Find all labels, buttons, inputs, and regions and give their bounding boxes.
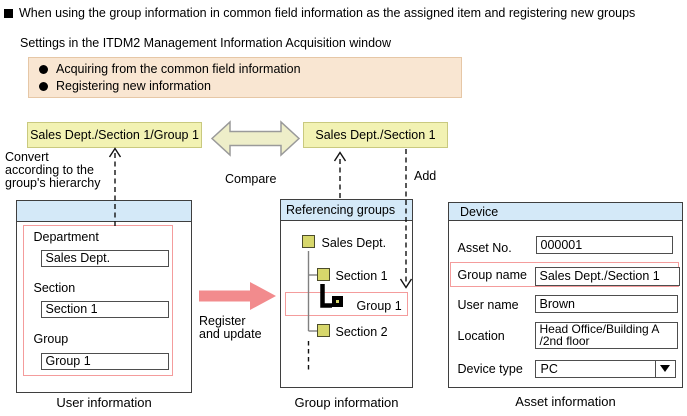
- group-info-titlebar: Referencing groups: [281, 200, 412, 221]
- settings-item-label: Acquiring from the common field informat…: [56, 62, 301, 76]
- user-info-window: Department Sales Dept. Section Section 1…: [16, 200, 192, 393]
- group-info-caption: Group information: [294, 395, 399, 410]
- section-marker-icon: [4, 9, 13, 18]
- register-arrow-icon: [199, 282, 276, 310]
- register-note: Register and update: [199, 314, 262, 341]
- user-name-input[interactable]: Brown: [534, 294, 678, 313]
- tree-item-label: Section 1: [335, 268, 388, 283]
- device-title: Device: [460, 204, 499, 219]
- compare-label: Compare: [225, 172, 277, 186]
- page-title-row: When using the group information in comm…: [4, 6, 684, 20]
- group-path-label-full: Sales Dept./Section 1/Group 1: [27, 122, 202, 148]
- bullet-icon: [39, 81, 48, 91]
- user-info-caption: User information: [56, 395, 152, 410]
- group-node-icon: [301, 234, 315, 248]
- tree-item-label: Section 2: [335, 324, 388, 339]
- field-label-device-type: Device type: [457, 361, 523, 376]
- dropdown-arrow-icon: [660, 365, 670, 372]
- group-name-input[interactable]: Sales Dept./Section 1: [534, 266, 680, 286]
- group-node-highlight: [284, 291, 408, 316]
- group-input[interactable]: Group 1: [40, 352, 169, 370]
- location-input[interactable]: Head Office/Building A /2nd floor: [534, 321, 678, 349]
- tree-item-label: Group 1: [356, 298, 402, 313]
- settings-item: Registering new information: [39, 79, 451, 93]
- asset-no-input[interactable]: 000001: [535, 235, 673, 254]
- field-label-department: Department: [33, 229, 99, 244]
- field-label-asset-no: Asset No.: [457, 240, 512, 255]
- group-node-icon: [316, 267, 330, 281]
- group-info-window: Referencing groups Sales Dept. Section 1…: [280, 199, 413, 388]
- field-label-user-name: User name: [457, 297, 519, 312]
- field-label-location: Location: [457, 328, 505, 343]
- convert-note: Convert according to the group's hierarc…: [5, 150, 101, 190]
- device-titlebar: Device: [449, 203, 682, 221]
- device-type-value: PC: [540, 361, 558, 376]
- tree-item-label: Sales Dept.: [321, 235, 387, 250]
- settings-item-label: Registering new information: [56, 79, 211, 93]
- asset-info-caption: Asset information: [515, 394, 616, 409]
- field-label-group-name: Group name: [457, 267, 527, 282]
- group-node-icon: [316, 323, 330, 337]
- device-type-select[interactable]: PC: [534, 359, 676, 378]
- user-info-titlebar: [17, 201, 191, 222]
- field-label-group: Group: [33, 332, 69, 346]
- settings-subtitle: Settings in the ITDM2 Management Informa…: [20, 36, 392, 50]
- section-input[interactable]: Section 1: [40, 300, 169, 318]
- bullet-icon: [39, 64, 48, 74]
- department-input[interactable]: Sales Dept.: [40, 249, 169, 267]
- group-path-label-truncated: Sales Dept./Section 1: [303, 122, 448, 148]
- asset-info-window: Device Asset No. 000001 Group name Sales…: [448, 202, 683, 388]
- settings-box: Acquiring from the common field informat…: [28, 57, 462, 98]
- group-info-title: Referencing groups: [286, 203, 396, 217]
- user-fields-highlight: [22, 224, 173, 376]
- page-title: When using the group information in comm…: [19, 6, 636, 20]
- add-label: Add: [414, 169, 437, 183]
- group-node-selected-icon: [331, 295, 343, 307]
- compare-double-arrow-icon: [210, 120, 301, 157]
- settings-item: Acquiring from the common field informat…: [39, 62, 451, 76]
- field-label-section: Section: [33, 280, 76, 295]
- dropdown-button[interactable]: [654, 360, 675, 377]
